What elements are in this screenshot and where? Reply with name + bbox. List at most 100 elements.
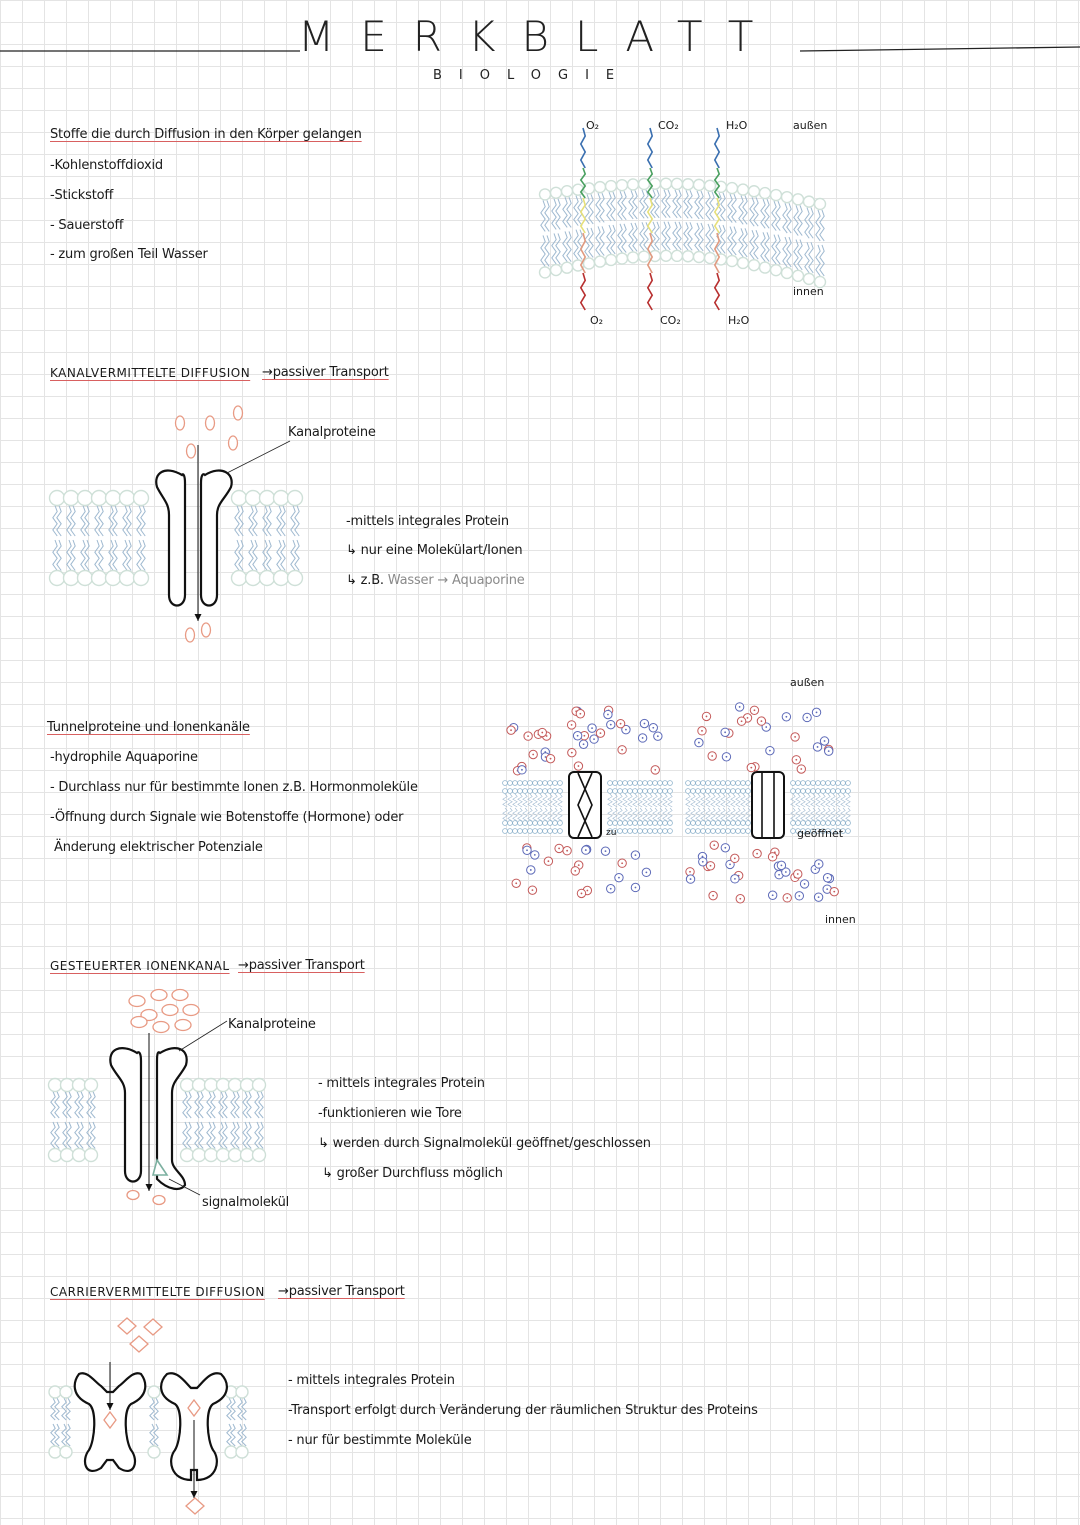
lipid-tail [248,539,254,571]
lipid-tail [566,231,572,263]
lipid-tail [745,807,751,822]
lipid-head [617,788,623,794]
outside-label: außen [790,676,825,689]
lipid-head [272,489,290,507]
lipid-tail [771,234,777,265]
lipid-tail [742,195,748,225]
lipid-tail [805,793,811,808]
ion-charge [641,737,644,739]
lipid-tail [725,807,731,822]
curved-arrow-icon: ↳ [346,543,357,558]
lipid-head [59,1445,73,1459]
lipid-head [147,1385,161,1399]
lipid-head [802,195,816,208]
lipid-tail [786,236,792,268]
ion-charge [576,734,579,737]
lipid-head [48,569,66,587]
ion-channel-diagram [502,702,851,904]
lipid-head [527,780,533,786]
lipid-head [662,828,668,834]
lipid-head [700,788,706,794]
lipid-head [642,828,648,834]
ion-charge [794,736,797,738]
lipid-tail [830,807,836,822]
lipid-head [607,788,613,794]
lipid-tail [555,198,561,230]
carrier-molecule [187,1398,201,1418]
lipid-tail [790,807,796,822]
lipid-tail [657,793,663,808]
lipid-tail [80,505,86,537]
lipid-tail [662,807,668,822]
lipid-head [615,178,629,192]
lipid-head [735,820,741,826]
ion-charge [618,876,620,879]
lipid-head [557,828,563,834]
lipid-head [537,820,543,826]
lipid-head [657,788,663,794]
lipid-tail [617,793,623,808]
tunnel-proteins-heading: Tunnelproteine und Ionenkanäle [47,720,250,735]
ion-charge [521,768,523,771]
carrier-molecule [143,1318,163,1336]
lipid-tail [98,539,104,571]
lipid-head [637,250,651,263]
lipid-head [637,820,643,826]
lipid-tail [62,1121,68,1149]
lipid-head [59,1385,73,1399]
lipid-head [251,1077,267,1093]
ion-charge [725,755,728,758]
lipid-head [813,197,827,211]
lipid-tail [652,793,658,808]
lipid-head [705,788,711,794]
carrier-molecule [117,1317,137,1335]
ion-channel-open [751,771,785,839]
lipid-tail [650,189,656,219]
lipid-tail [775,234,781,265]
lipid-tail [749,230,755,260]
diffusion-heading: Stoffe die durch Diffusion in den Körper… [50,127,362,142]
lipid-tail [617,223,623,253]
label-leader-line [178,1020,228,1052]
lipid-tail [573,195,579,226]
lipid-head [642,788,648,794]
ion-charge [526,849,528,852]
lipid-head [720,788,726,794]
lipid-tail [727,193,733,223]
lipid-tail [606,191,612,222]
membrane-diagram-channel [48,405,304,643]
lipid-tail [502,793,508,808]
ion-charge [577,864,580,867]
lipid-head [815,820,821,826]
lipid-tail [234,505,240,537]
lipid-tail [639,189,645,219]
diffusion-path [579,272,587,311]
lipid-tail [700,793,706,808]
lipid-head [552,828,558,834]
lipid-head [512,788,518,794]
lipid-tail [690,807,696,822]
lipid-head [735,780,741,786]
lipid-head [802,272,816,286]
lipid-tail [661,221,667,251]
ion-charge [760,720,763,722]
lipid-tail [584,227,590,258]
list-item: Änderung elektrischer Potenziale [54,840,263,855]
lipid-tail [690,793,696,808]
lipid-head [48,489,66,507]
ion-charge [579,712,582,715]
lipid-tail [74,1091,80,1119]
lipid-tail [643,189,649,219]
lipid-tail [65,1423,71,1447]
lipid-tail [800,793,806,808]
lipid-tail [840,793,846,808]
lipid-head [517,828,523,834]
lipid-tail [61,1423,67,1447]
lipid-tail [610,224,616,255]
lipid-tail [52,539,58,571]
lipid-tail [610,191,616,222]
lipid-tail [710,793,716,808]
molecule-particle [150,988,168,1002]
ion-charge [796,873,799,875]
lipid-head [815,780,821,786]
